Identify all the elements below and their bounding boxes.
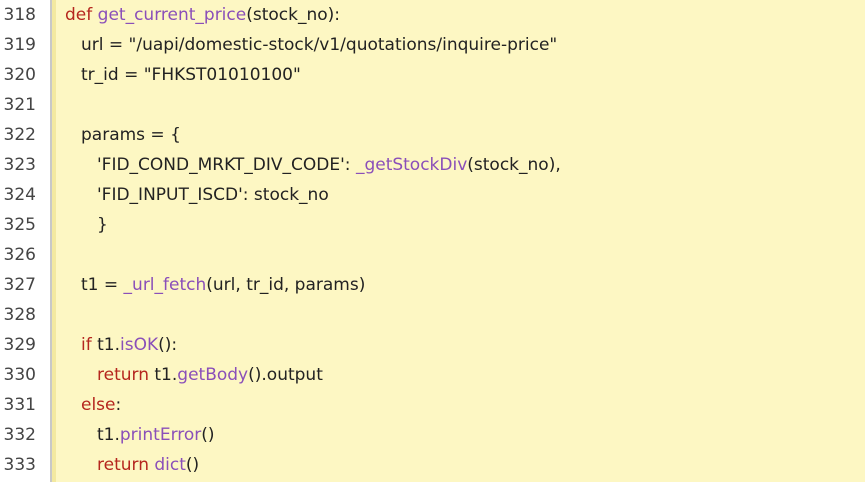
highlight-accent-bar xyxy=(52,0,56,482)
code-function-name: printError xyxy=(119,425,202,445)
code-text: tr_id = "FHKST01010100" xyxy=(81,65,301,85)
code-text: ().output xyxy=(248,365,323,385)
line-number: 332 xyxy=(3,425,36,445)
code-line[interactable]: 326 xyxy=(0,240,865,270)
line-number: 323 xyxy=(3,155,36,175)
line-code: tr_id = "FHKST01010100" xyxy=(81,60,301,90)
code-function-name: get_current_price xyxy=(97,5,247,25)
line-code: else: xyxy=(81,390,121,420)
code-line[interactable]: 332 t1.printError() xyxy=(0,420,865,450)
code-line[interactable]: 322 params = { xyxy=(0,120,865,150)
code-text: 'FID_INPUT_ISCD': stock_no xyxy=(97,185,329,205)
line-code: url = "/uapi/domestic-stock/v1/quotation… xyxy=(81,30,557,60)
line-code: if t1.isOK(): xyxy=(81,330,177,360)
code-text: () xyxy=(185,455,200,475)
code-text: t1. xyxy=(97,425,120,445)
line-number: 321 xyxy=(3,95,36,115)
code-text: () xyxy=(201,425,215,445)
code-line[interactable]: 325} xyxy=(0,210,865,240)
line-number: 333 xyxy=(3,455,36,475)
code-function-name: isOK xyxy=(120,335,159,355)
code-function-name: dict xyxy=(154,455,186,475)
line-code: 'FID_INPUT_ISCD': stock_no xyxy=(97,180,329,210)
code-line[interactable]: 333 return dict() xyxy=(0,450,865,480)
line-code: t1.printError() xyxy=(97,420,215,450)
code-line[interactable]: 324 'FID_INPUT_ISCD': stock_no xyxy=(0,180,865,210)
code-text: params = { xyxy=(81,125,181,145)
code-keyword: return xyxy=(97,365,149,385)
code-keyword: if xyxy=(81,335,92,355)
code-keyword: def xyxy=(65,5,93,25)
code-text: t1 = xyxy=(81,275,124,295)
code-text: t1. xyxy=(91,335,121,355)
line-code: return dict() xyxy=(97,450,199,480)
code-text: 'FID_COND_MRKT_DIV_CODE': xyxy=(97,155,356,175)
line-code: return t1.getBody().output xyxy=(97,360,323,390)
line-number: 331 xyxy=(3,395,36,415)
line-number: 325 xyxy=(3,215,36,235)
code-keyword: return xyxy=(97,455,149,475)
code-text: (stock_no), xyxy=(467,155,561,175)
line-code: params = { xyxy=(81,120,181,150)
code-text: } xyxy=(97,215,108,235)
code-line[interactable]: 318 def get_current_price(stock_no): xyxy=(0,0,865,30)
line-code: t1 = _url_fetch(url, tr_id, params) xyxy=(81,270,365,300)
code-line[interactable]: 328 xyxy=(0,300,865,330)
code-line[interactable]: 327 t1 = _url_fetch(url, tr_id, params) xyxy=(0,270,865,300)
code-line[interactable]: 330 return t1.getBody().output xyxy=(0,360,865,390)
code-function-name: getBody xyxy=(177,365,249,385)
line-number: 324 xyxy=(3,185,36,205)
code-text: t1. xyxy=(148,365,178,385)
code-line[interactable]: 319 url = "/uapi/domestic-stock/v1/quotat… xyxy=(0,30,865,60)
code-text: (): xyxy=(158,335,178,355)
line-number: 327 xyxy=(3,275,36,295)
line-code: 'FID_COND_MRKT_DIV_CODE': _getStockDiv(s… xyxy=(97,150,561,180)
line-number: 329 xyxy=(3,335,36,355)
code-function-name: _getStockDiv xyxy=(355,155,468,175)
code-line[interactable]: 320 tr_id = "FHKST01010100" xyxy=(0,60,865,90)
line-number: 318 xyxy=(3,5,36,25)
code-line[interactable]: 329 if t1.isOK(): xyxy=(0,330,865,360)
line-code: } xyxy=(97,210,108,240)
line-number: 328 xyxy=(3,305,36,325)
code-keyword: else xyxy=(81,395,116,415)
code-text: : xyxy=(115,395,122,415)
code-text: (stock_no): xyxy=(246,5,341,25)
line-number: 319 xyxy=(3,35,36,55)
code-function-name: _url_fetch xyxy=(123,275,207,295)
code-text: url = "/uapi/domestic-stock/v1/quotation… xyxy=(81,35,558,55)
code-line[interactable]: 323 'FID_COND_MRKT_DIV_CODE': _getStockDi… xyxy=(0,150,865,180)
code-line[interactable]: 331 else: xyxy=(0,390,865,420)
line-number-gutter xyxy=(0,0,50,482)
gutter-divider xyxy=(50,0,52,482)
line-number: 326 xyxy=(3,245,36,265)
line-number: 320 xyxy=(3,65,36,85)
line-number: 322 xyxy=(3,125,36,145)
highlighted-code-block[interactable] xyxy=(52,0,865,482)
line-number: 330 xyxy=(3,365,36,385)
code-text: (url, tr_id, params) xyxy=(206,275,366,295)
line-code: def get_current_price(stock_no): xyxy=(65,0,340,30)
code-line[interactable]: 321 xyxy=(0,90,865,120)
